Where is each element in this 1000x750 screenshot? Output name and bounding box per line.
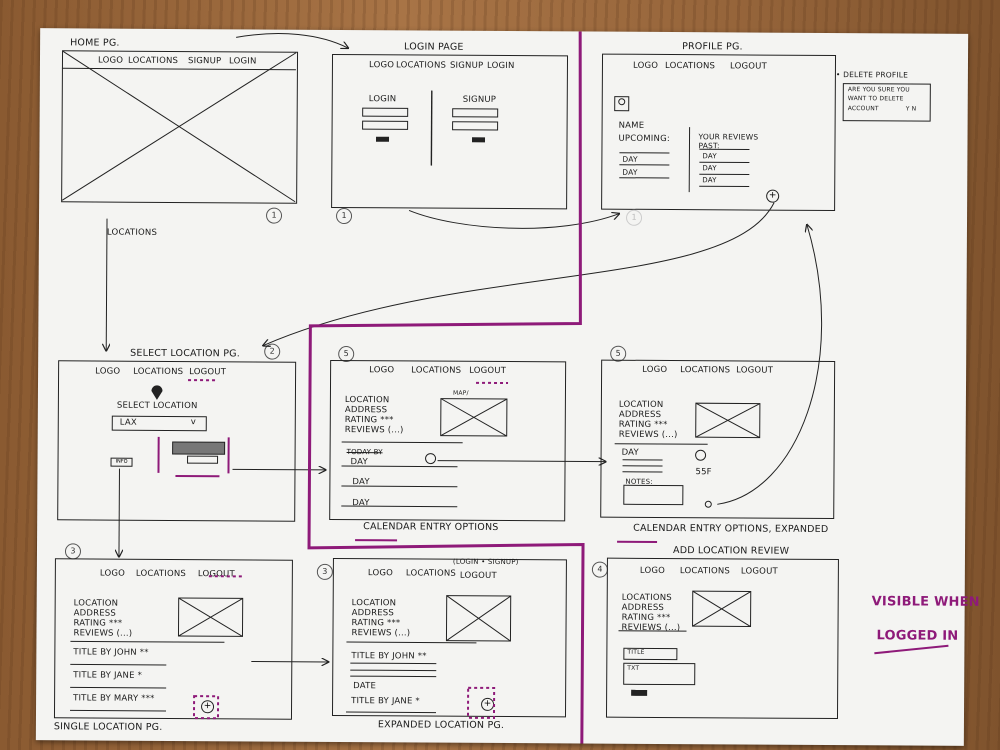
image-placeholder-x (61, 52, 297, 201)
logged-in-region-border (307, 31, 585, 744)
sketch-strokes (61, 31, 949, 744)
sketch-paper: HOME PG. LOGO LOCATIONS SIGNUP LOGIN 1 L… (35, 28, 980, 746)
